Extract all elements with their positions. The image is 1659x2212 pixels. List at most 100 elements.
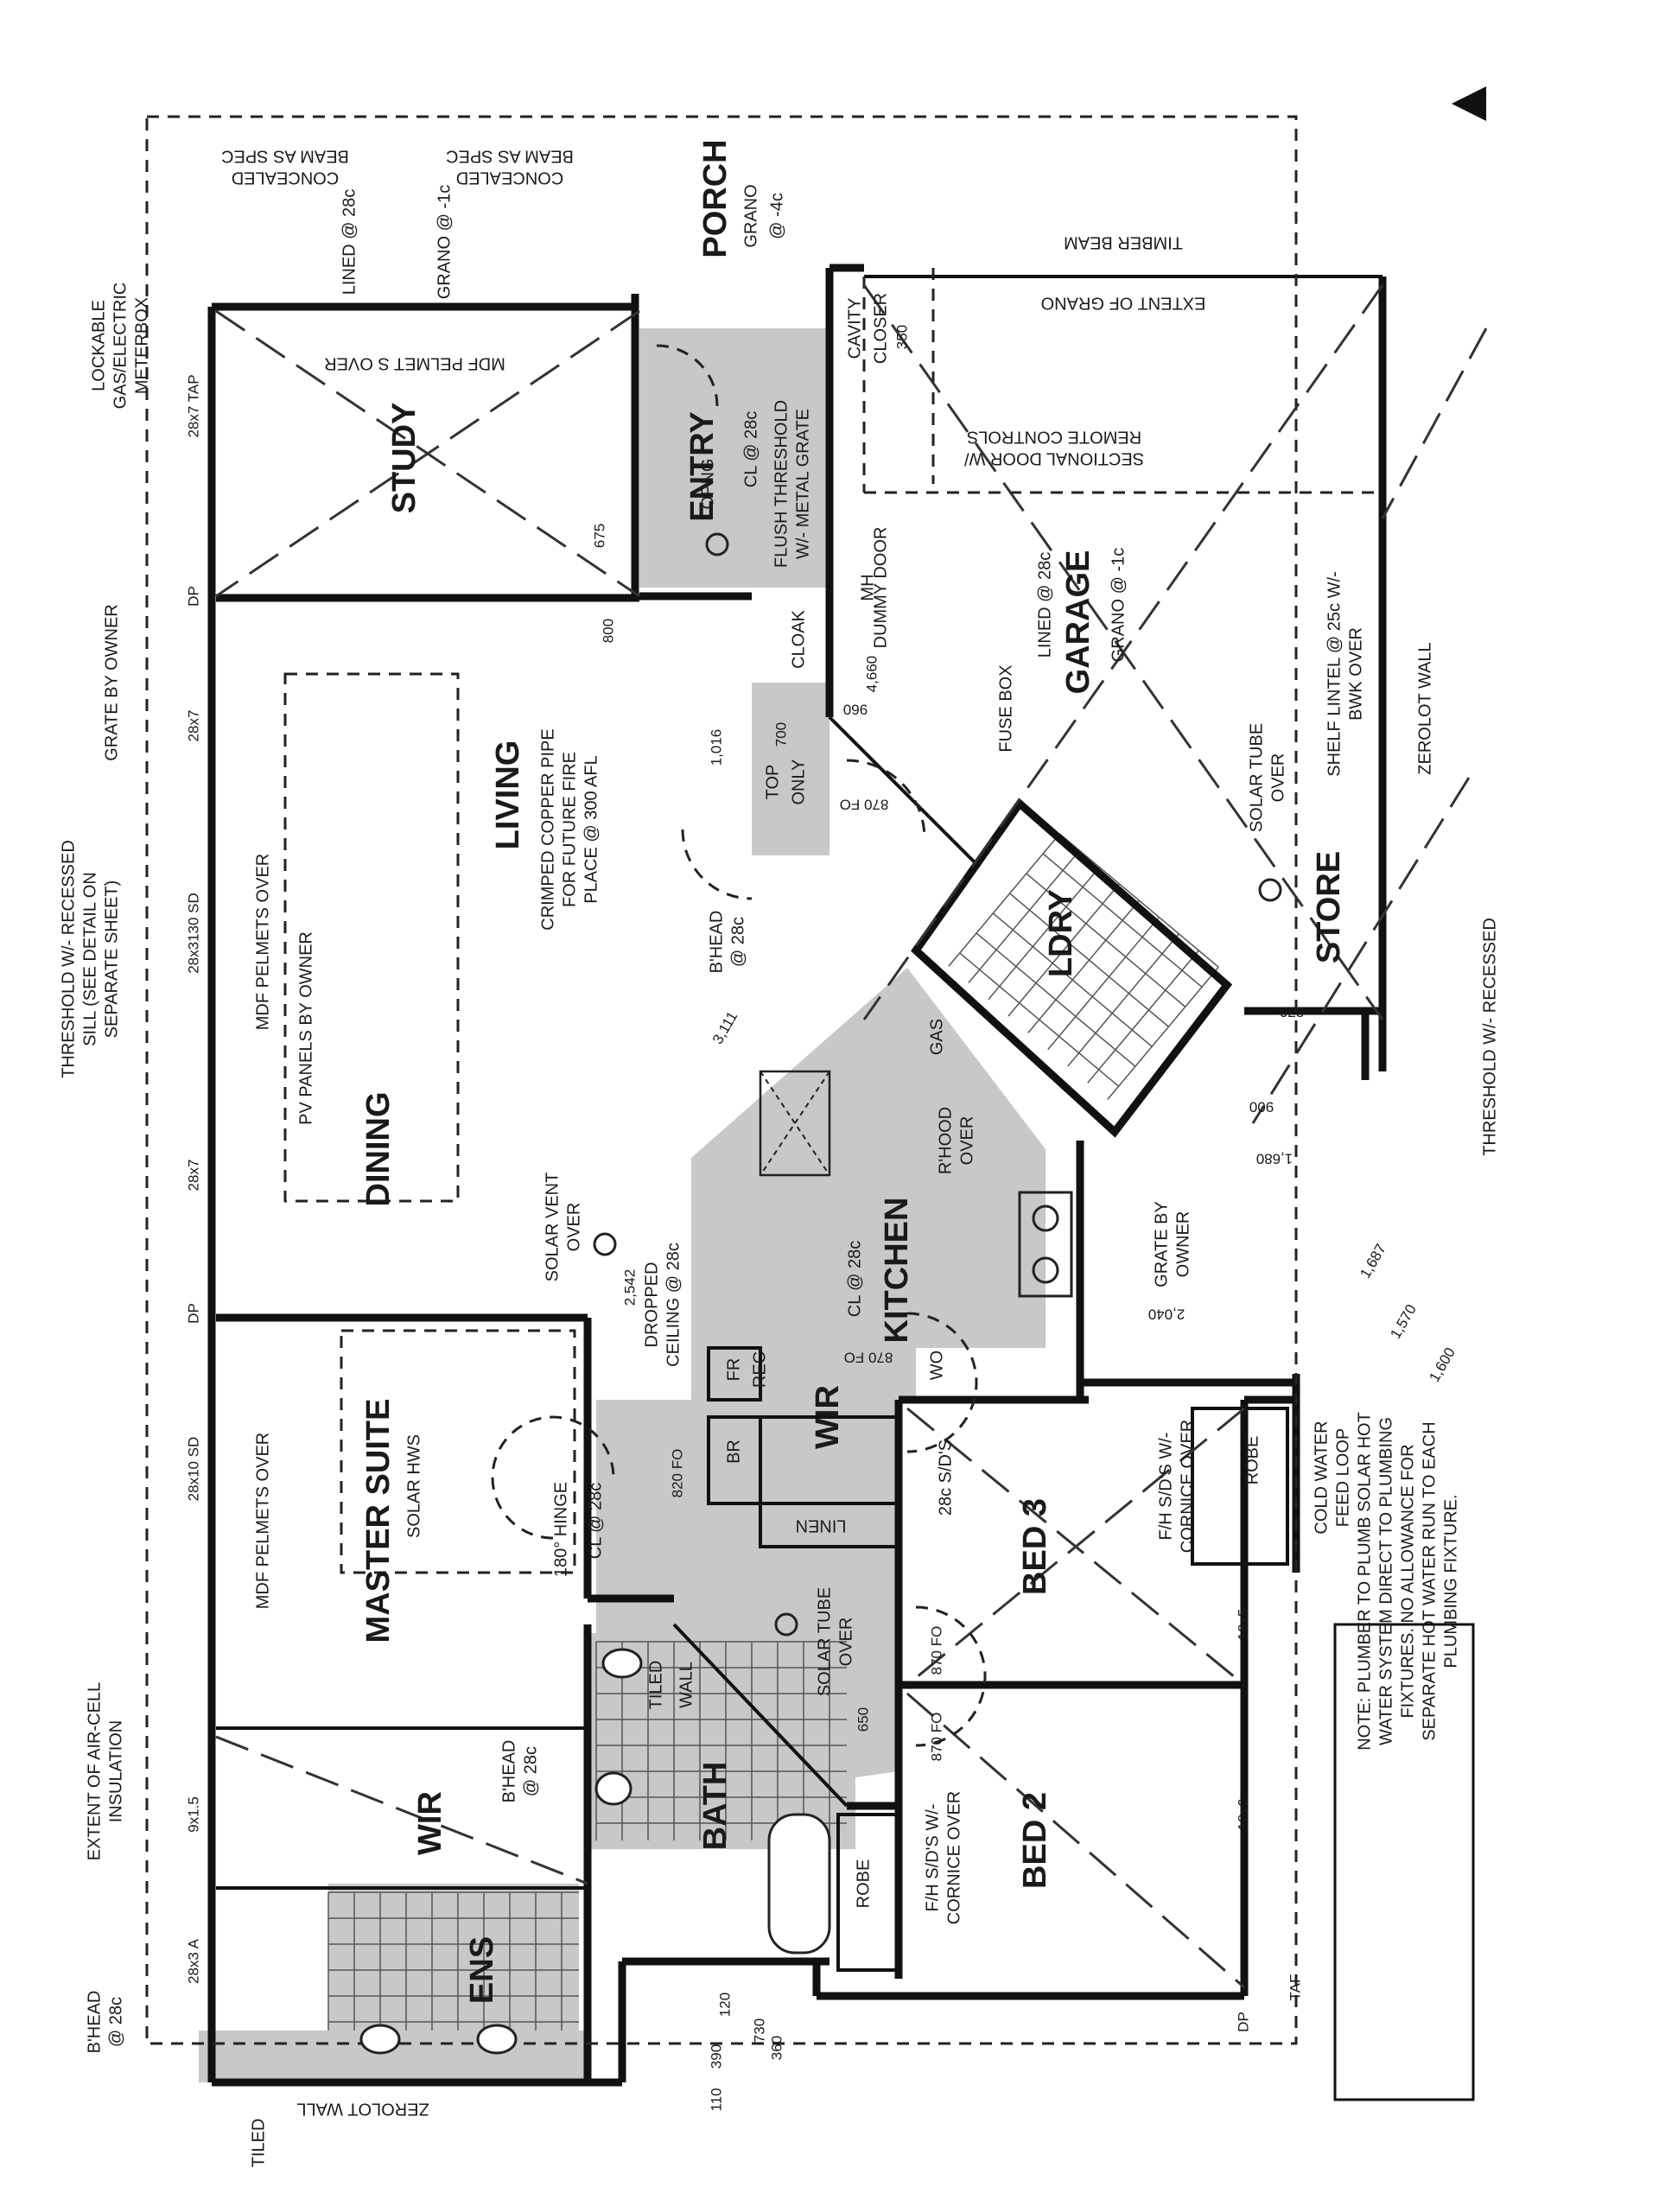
annotation-note: FLUSH THRESHOLD [772,400,791,568]
dimension-label: 675 [591,524,607,548]
window-code: 28x7 TAP [185,374,201,437]
room-label-bed3: BED 3 [1017,1498,1053,1595]
tile-grid-line [1047,916,1160,1051]
annotation-note: @ 28c [106,1997,125,2047]
annotation-note: BEAM AS SPEC [221,147,349,166]
annotation-note: W/- METAL GRATE [793,409,812,559]
annotation-note: SOLAR VENT [543,1173,562,1282]
annotation-note: COLD WATER [1312,1421,1331,1534]
window-code: DP [1235,2012,1251,2032]
tile-grid-line [1058,833,1219,968]
annotation-note: MDF PELMET S OVER [324,354,505,373]
annotation-note: SILL (SEE DETAIL ON [80,872,99,1046]
room-annotation: FR [724,1358,743,1382]
annotation-note: FEED LOOP [1333,1428,1352,1527]
dimension-label: 960 [843,702,868,718]
room-annotation: ONLY [789,760,808,805]
annotation-note: 180° HINGE [551,1482,570,1577]
annotation-note: FOR FUTURE FIRE [560,752,579,907]
window-code: 18x6 [1235,1799,1251,1831]
annotation-note: DROPPED [642,1262,661,1348]
room-annotation: BR [724,1440,743,1464]
annotation-note: GAS/ELECTRIC [111,283,130,410]
dimension-label: 870 [1280,1004,1304,1020]
tile-grid-line [976,932,1136,1067]
room-annotation: TOP [763,765,782,800]
tile-grid-line [968,849,1080,984]
annotation-note: DUMMY DOOR [871,527,890,649]
annotation-note: CONCEALED [456,168,563,188]
annotation-note: CORNICE OVER [1178,1420,1197,1553]
annotation-note: @ 28c [521,1746,540,1796]
annotation-note: SOLAR TUBE [815,1587,834,1696]
room-annotation: GRANO @ -1c [435,185,454,300]
plumber-note-line: WATER SYSTEM DIRECT TO PLUMBING [1376,1417,1395,1745]
dimension-label: 390 [708,2044,724,2069]
room-annotation: WALL [677,1662,696,1708]
window-code: 28x3 A [185,1938,201,1984]
room-label-study: STUDY [386,403,423,514]
annotation-note: INSULATION [106,1720,125,1823]
dimension-label: 360 [768,2036,785,2060]
annotation-note: GRANO @ -1c [1109,548,1128,663]
annotation-note: CRIMPED COPPER PIPE [538,728,557,930]
room-annotation: CLOAK [789,609,808,668]
shaded-areas [199,328,1046,2082]
annotation-note: EXTENT OF AIR-CELL [85,1682,104,1860]
plumber-note-line: NOTE: PLUMBER TO PLUMB SOLAR HOT [1355,1412,1374,1751]
plumber-note-box [1333,1623,1475,2101]
window-code: 28x3130 SD [185,893,201,974]
annotation-note: CORNICE OVER [944,1791,963,1924]
room-annotation: OPNG [698,459,717,510]
tile-grid-line [959,952,1120,1087]
annotation-note: BWK OVER [1346,627,1365,721]
dimension-label: 1,680 [1256,1151,1294,1167]
annotation-note: REMOTE CONTROLS [967,428,1141,447]
room-annotation: TILED [646,1661,665,1710]
annotation-note: OVER [1268,753,1287,803]
room-annotation: ROBE [1243,1436,1262,1485]
tile-grid-line [1026,873,1186,1007]
annotation-note: EXTENT OF GRANO [1041,294,1206,313]
dimension-label: 2,542 [621,1269,638,1306]
annotation-note: B'HEAD [85,1991,104,2054]
annotation-note: PLACE @ 300 AFL [582,755,601,904]
window-code: 28x7 [185,1160,201,1192]
dimension-label: 110 [708,2088,724,2111]
room-annotation: LINEN [796,1516,847,1535]
room-annotation: CL @ 28c [741,411,760,488]
tile-grids [327,833,1219,2031]
room-annotation: WO [927,1351,946,1380]
dimension-label: 870 FO [844,1350,893,1366]
annotation-note: ZEROLOT WALL [296,2100,429,2119]
annotation-note: B'HEAD [499,1740,518,1803]
north-arrow-mark [1452,86,1486,121]
dimension-label: 820 FO [669,1449,685,1498]
room-label-wir2: WIR [810,1385,846,1449]
dimension-label: 700 [772,722,789,747]
tile-grid-line [988,867,1100,1001]
room-annotation: REC [750,1351,769,1388]
annotation-note: THRESHOLD W/- RECESSED [1480,918,1499,1156]
annotation-note: 28c S/D'S [936,1440,955,1516]
door-swings [491,344,987,1747]
room-label-living: LIVING [490,741,526,850]
annotation-note: BEAM AS SPEC [446,147,574,166]
dimension-label: 2,040 [1148,1306,1185,1323]
tile-grid-line [1042,853,1203,988]
room-label-store: STORE [1311,851,1347,963]
annotation-note: MDF PELMETS OVER [253,1433,272,1609]
tile-grid-line [1087,950,1199,1084]
dimension-label: 120 [716,1993,733,2017]
annotation-note: @ 28c [728,917,747,967]
walls [207,264,1387,2087]
annotation-note: MDF PELMETS OVER [253,854,272,1030]
window-code: DP [185,586,201,607]
room-label-ldry: LDRY [1043,889,1079,977]
tile-grid-line [1007,883,1120,1017]
